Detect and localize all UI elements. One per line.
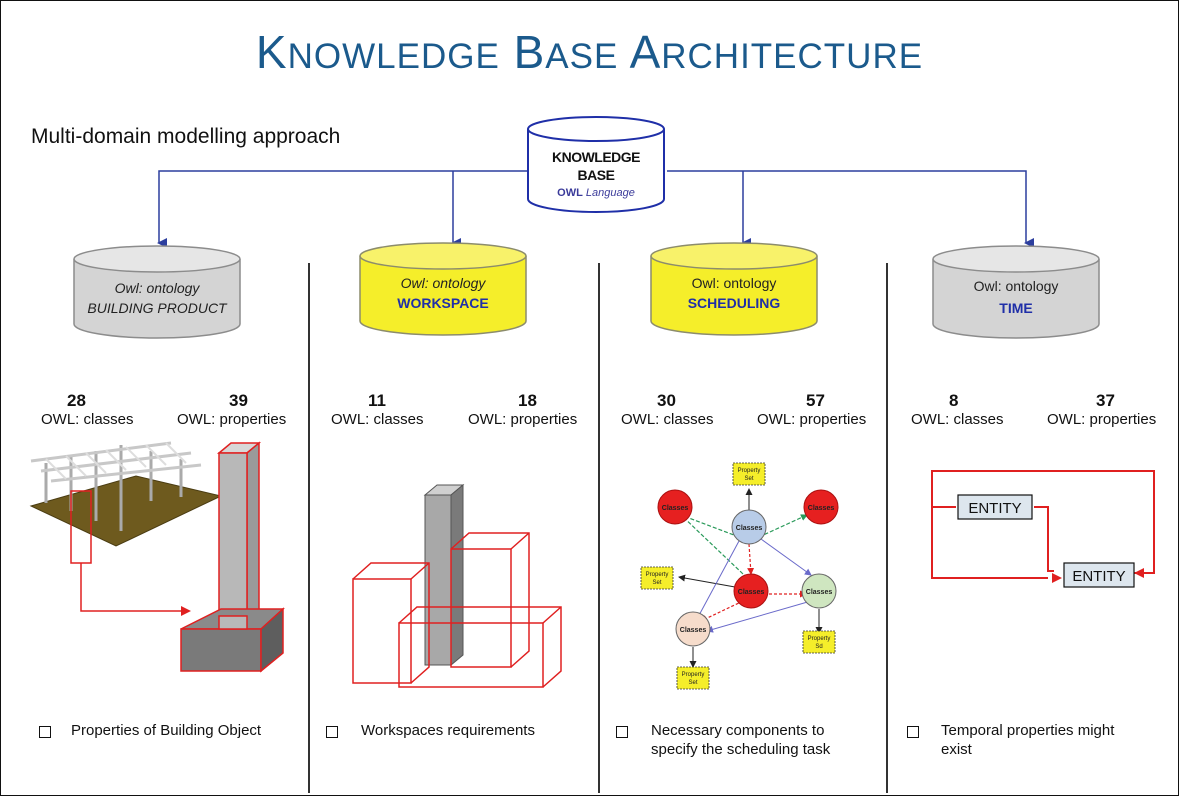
- class-node-label: Classes: [806, 589, 833, 596]
- title-text: KNOWLEDGE BASE ARCHITECTURE: [256, 26, 923, 78]
- property-set-label: Property: [682, 672, 705, 678]
- property-set-label: Set: [688, 680, 697, 686]
- title-initial: A: [629, 26, 662, 78]
- classes-label: OWL: classes: [41, 411, 134, 428]
- ontology-name: SCHEDULING: [687, 295, 781, 311]
- property-set-label: Sd: [815, 644, 822, 650]
- ontology-label: Owl: ontology: [400, 275, 486, 291]
- title-rest: RCHITECTURE: [661, 37, 924, 76]
- checkbox-icon: [616, 726, 628, 738]
- connector-building-product: [157, 170, 529, 248]
- properties-label: OWL: properties: [468, 411, 578, 428]
- bullet-building-product: Properties of Building Object: [71, 722, 262, 739]
- properties-count: 39: [229, 391, 248, 410]
- classes-count: 8: [949, 391, 959, 410]
- class-node-label: Classes: [808, 505, 835, 512]
- property-set-label: Property: [738, 468, 761, 474]
- properties-label: OWL: properties: [177, 411, 287, 428]
- knowledge-base-cylinder: KNOWLEDGE BASE OWL Language: [526, 115, 666, 215]
- ontology-workspace: Owl: ontology WORKSPACE: [358, 241, 528, 339]
- properties-count: 57: [806, 391, 825, 410]
- entity-bottom-label: ENTITY: [1072, 568, 1125, 585]
- property-set-label: Property: [808, 636, 831, 642]
- connector-time: [667, 170, 1034, 248]
- title-initial: K: [255, 26, 288, 78]
- kb-language: OWL Language: [526, 187, 666, 199]
- title-rest: NOWLEDGE: [287, 37, 500, 76]
- bullet-time: Temporal properties might exist: [941, 722, 1115, 758]
- classes-count: 28: [67, 391, 86, 410]
- time-entity-diagram: ENTITY ENTITY: [931, 470, 1155, 588]
- properties-count: 37: [1096, 391, 1115, 410]
- class-node-label: Classes: [680, 627, 707, 634]
- properties-count: 18: [518, 391, 537, 410]
- checkbox-icon: [326, 726, 338, 738]
- kb-line1: KNOWLEDGE: [551, 149, 641, 165]
- properties-label: OWL: properties: [757, 411, 867, 428]
- ontology-time: Owl: ontology TIME: [931, 244, 1101, 342]
- kb-language-suffix: Language: [585, 187, 635, 199]
- property-set-label: Set: [652, 580, 661, 586]
- column-divider-2: [598, 263, 600, 793]
- checkbox-icon: [907, 726, 919, 738]
- class-node-label: Classes: [736, 525, 763, 532]
- subtitle: Multi-domain modelling approach: [31, 125, 341, 148]
- connector-lines: [157, 170, 1034, 248]
- ontology-scheduling: Owl: ontology SCHEDULING: [649, 241, 819, 339]
- page-title: KNOWLEDGE BASE ARCHITECTURE: [1, 25, 1178, 79]
- entity-top-label: ENTITY: [968, 500, 1021, 517]
- classes-label: OWL: classes: [621, 411, 714, 428]
- property-set-label: Property: [646, 572, 669, 578]
- ontology-label: Owl: ontology: [691, 275, 777, 291]
- workspace-illustration: [352, 483, 562, 688]
- checkbox-icon: [39, 726, 51, 738]
- kb-language-prefix: OWL: [557, 187, 583, 199]
- ontology-name: BUILDING PRODUCT: [87, 300, 227, 316]
- class-node-label: Classes: [662, 505, 689, 512]
- classes-count: 11: [368, 391, 386, 410]
- bullet-workspace: Workspaces requirements: [361, 722, 535, 739]
- title-initial: B: [513, 26, 546, 78]
- classes-label: OWL: classes: [911, 411, 1004, 428]
- ontology-label: Owl: ontology: [973, 278, 1059, 294]
- ontology-building-product: Owl: ontology BUILDING PRODUCT: [72, 244, 242, 342]
- column-divider-3: [886, 263, 888, 793]
- property-set-label: Set: [744, 476, 753, 482]
- ontology-label: Owl: ontology: [114, 280, 200, 296]
- properties-label: OWL: properties: [1047, 411, 1157, 428]
- kb-line2: BASE: [577, 167, 615, 183]
- scheduling-graph: Classes Classes Classes Classes Classes …: [640, 462, 839, 690]
- bullet-scheduling: Necessary components to specify the sche…: [651, 722, 831, 758]
- title-rest: ASE: [545, 37, 619, 76]
- building-product-illustration: [29, 441, 285, 673]
- class-node-label: Classes: [738, 589, 765, 596]
- ontology-name: WORKSPACE: [397, 295, 489, 311]
- classes-label: OWL: classes: [331, 411, 424, 428]
- column-divider-1: [308, 263, 310, 793]
- ontology-name: TIME: [999, 300, 1033, 316]
- classes-count: 30: [657, 391, 676, 410]
